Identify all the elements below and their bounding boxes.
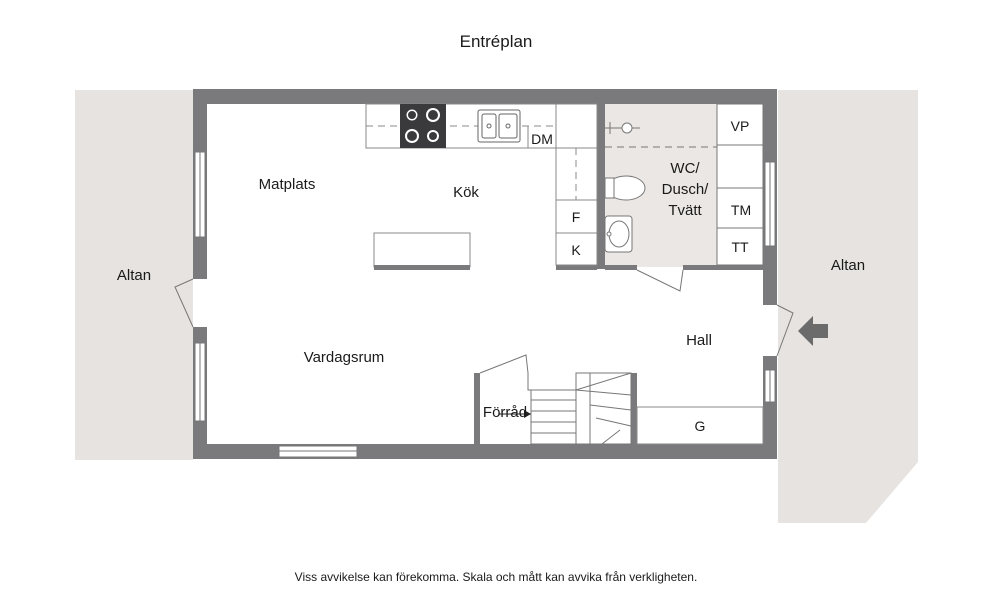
room-label-altan-right: Altan	[831, 257, 865, 274]
stove-icon	[400, 104, 446, 148]
appliance-dividers	[527, 104, 597, 234]
kitchen-sink-icon	[477, 109, 521, 143]
terrace-right	[778, 90, 918, 523]
fixture-label-dm: DM	[531, 131, 553, 147]
wardrobe-g	[636, 406, 764, 445]
plan-title: Entréplan	[460, 32, 533, 51]
kitchen-island	[373, 232, 471, 270]
room-label-vardagsrum: Vardagsrum	[304, 349, 385, 366]
fixture-label-vp: VP	[731, 118, 750, 134]
fixture-label-k: K	[571, 242, 581, 258]
fixture-label-g: G	[695, 418, 706, 434]
room-label-wc-line2: Dusch/	[662, 181, 710, 198]
fixture-label-f: F	[572, 209, 581, 225]
room-label-kok: Kök	[453, 184, 479, 201]
room-label-forrad: Förråd	[483, 404, 527, 421]
terrace-left	[75, 90, 193, 460]
windows	[194, 151, 776, 458]
room-label-hall: Hall	[686, 332, 712, 349]
doors	[174, 269, 794, 374]
wet-room-fixtures	[604, 103, 764, 266]
room-label-altan-left: Altan	[117, 267, 151, 284]
room-label-matplats: Matplats	[259, 176, 316, 193]
entrance-arrow-icon	[798, 316, 828, 346]
room-label-wc-line1: WC/	[670, 160, 700, 177]
fixture-label-tt: TT	[731, 239, 749, 255]
staircase	[499, 372, 632, 445]
room-label-wc-line3: Tvätt	[668, 202, 702, 219]
disclaimer-text: Viss avvikelse kan förekomma. Skala och …	[295, 570, 698, 584]
fixture-label-tm: TM	[731, 202, 751, 218]
